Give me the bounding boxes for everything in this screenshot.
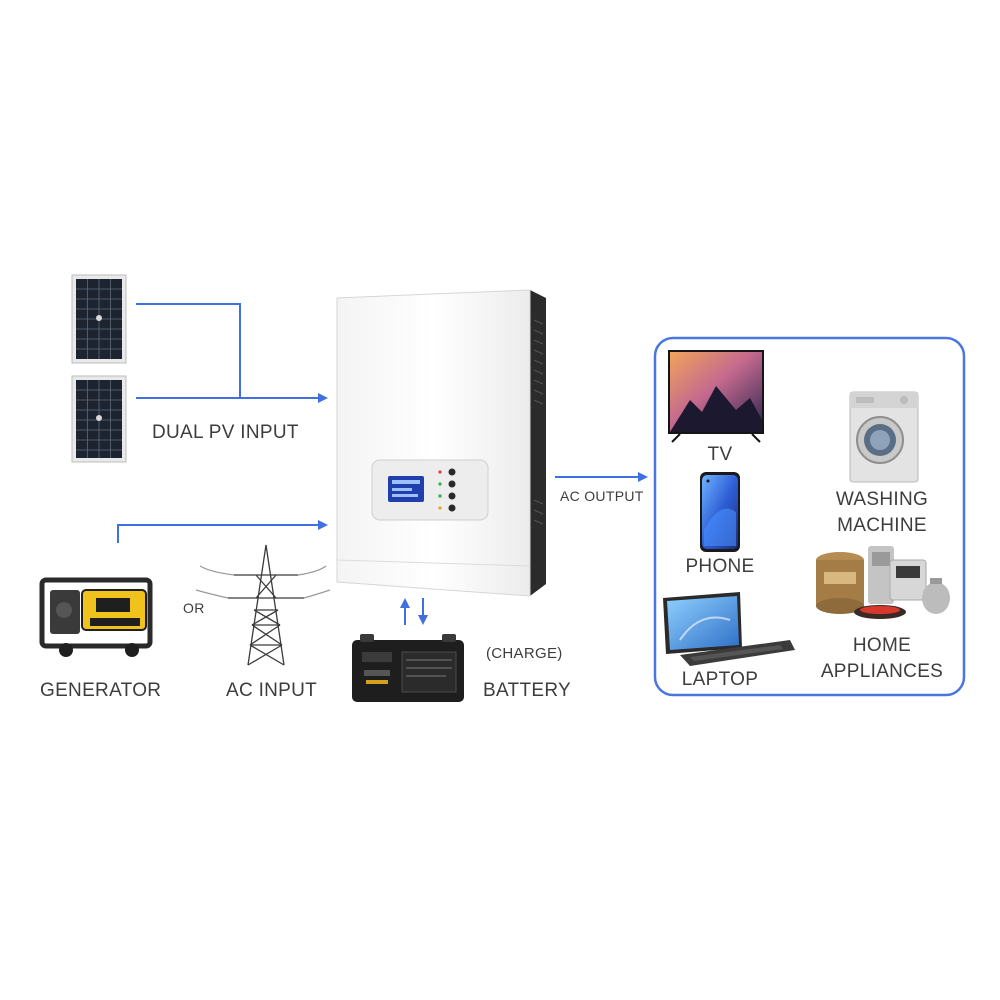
ac-output-label: AC OUTPUT bbox=[560, 488, 644, 504]
tv-icon bbox=[668, 350, 764, 443]
washing-machine-icon bbox=[849, 391, 919, 483]
phone-icon bbox=[700, 472, 740, 552]
inverter-icon bbox=[336, 289, 546, 597]
pv-connector-top bbox=[136, 303, 241, 398]
solar-panel-icon bbox=[71, 274, 127, 364]
battery-label: BATTERY bbox=[483, 680, 571, 701]
battery-icon bbox=[352, 634, 464, 702]
ac-input-label: AC INPUT bbox=[226, 680, 318, 701]
connector-lines bbox=[117, 303, 648, 625]
power-tower-icon bbox=[195, 544, 331, 666]
home-appliances-icon bbox=[816, 546, 950, 619]
dual-pv-input-label: DUAL PV INPUT bbox=[152, 422, 299, 443]
home-appliances-label-line2: APPLIANCES bbox=[820, 661, 944, 682]
ac-output-frame bbox=[653, 336, 966, 697]
laptop-icon bbox=[663, 592, 795, 666]
home-appliances-label-line1: HOME bbox=[852, 635, 912, 656]
generator-icon bbox=[39, 577, 153, 657]
phone-label: PHONE bbox=[685, 556, 755, 577]
washing-machine-label-line2: MACHINE bbox=[837, 515, 927, 536]
generator-label: GENERATOR bbox=[40, 680, 162, 701]
laptop-label: LAPTOP bbox=[681, 669, 759, 690]
or-label: OR bbox=[183, 600, 205, 616]
ac-input-connector bbox=[117, 520, 328, 543]
charge-label: (CHARGE) bbox=[486, 645, 563, 662]
solar-panel-icon bbox=[71, 375, 127, 463]
tv-label: TV bbox=[707, 444, 733, 465]
washing-machine-label-line1: WASHING bbox=[835, 489, 929, 510]
